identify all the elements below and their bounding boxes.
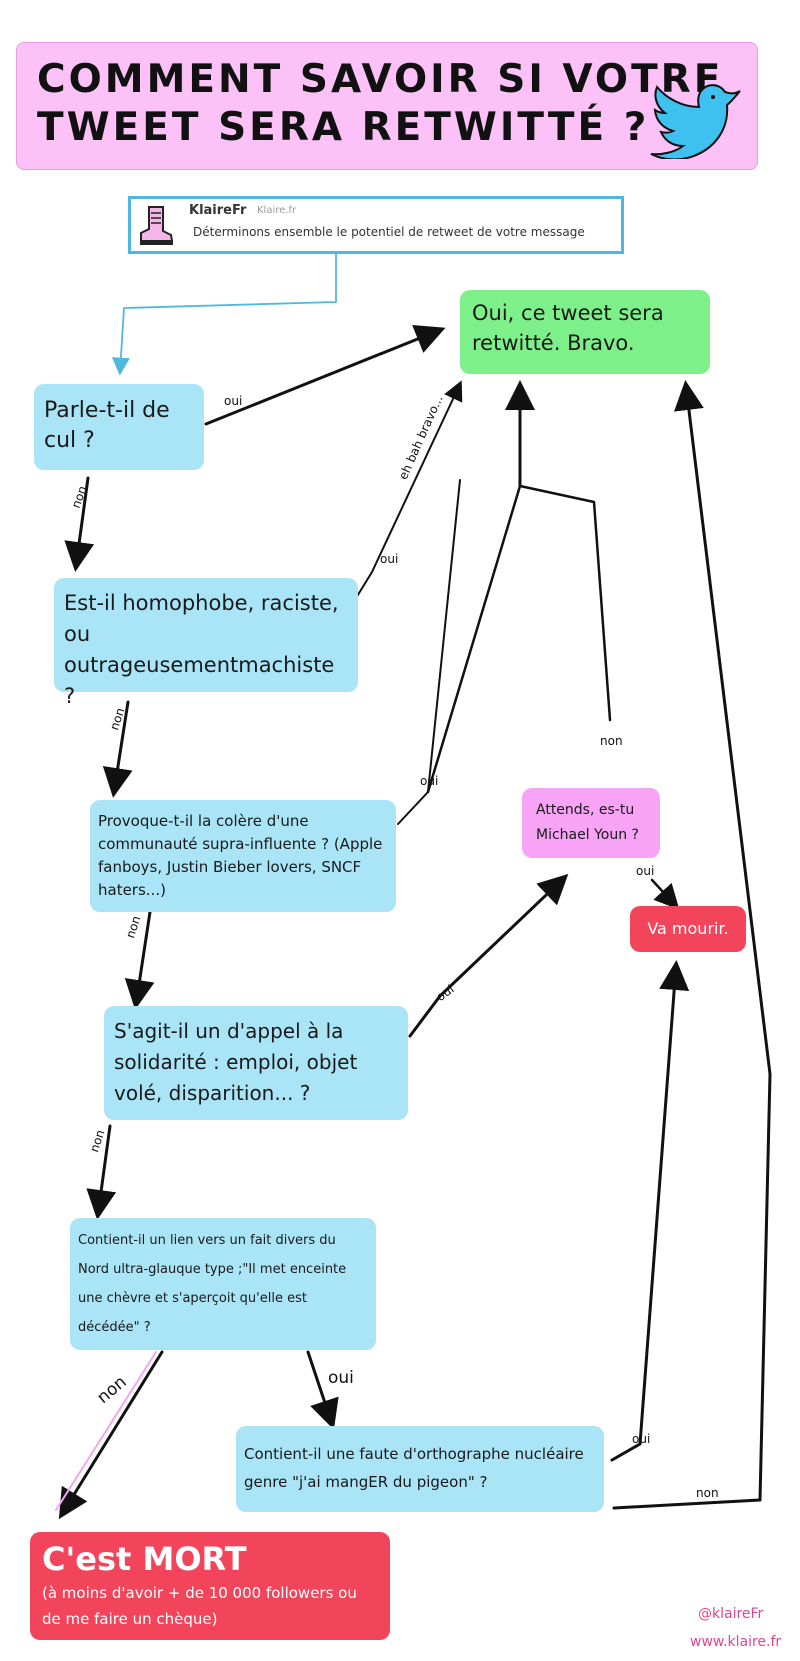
node-result-yes: Oui, ce tweet sera retwitté. Bravo. xyxy=(460,290,710,374)
title-line-2: TWEET SERA RETWITTÉ ? xyxy=(37,105,650,150)
edge-cul-non xyxy=(64,476,95,572)
label-youn-non: non xyxy=(600,734,623,748)
edge-junction-left xyxy=(426,484,522,794)
node-q-faute: Contient-il une faute d'orthographe nucl… xyxy=(236,1426,604,1512)
edge-colere-non xyxy=(124,910,155,1010)
node-q-cul: Parle-t-il de cul ? xyxy=(34,384,204,470)
tweet-user[interactable]: KlaireFr xyxy=(189,203,247,218)
footer-site[interactable]: www.klaire.fr xyxy=(690,1634,782,1650)
edge-tweet-to-cul xyxy=(111,253,337,376)
twitter-bird-icon xyxy=(650,84,741,159)
title-banner: COMMENT SAVOIR SI VOTRE TWEET SERA RETWI… xyxy=(16,42,758,170)
node-q-youn: Attends, es-tu Michael Youn ? xyxy=(522,788,660,858)
label-lien-oui: oui xyxy=(328,1368,354,1388)
label-faute-non: non xyxy=(696,1486,719,1500)
mort-title: C'est MORT xyxy=(42,1540,247,1578)
boot-icon xyxy=(140,206,174,245)
label-colere-oui: oui xyxy=(420,774,439,788)
footer-handle[interactable]: @klaireFr xyxy=(698,1606,764,1622)
edge-youn-oui xyxy=(650,878,680,910)
tweet-handle[interactable]: Klaire.fr xyxy=(257,205,297,216)
label-homo-oui: oui xyxy=(380,552,399,566)
edge-colere-oui xyxy=(397,479,461,825)
edge-faute-non xyxy=(612,380,772,1510)
node-q-homophobe: Est-il homophobe, raciste, ou outrageuse… xyxy=(54,578,358,708)
edge-homo-oui xyxy=(355,380,463,599)
edge-lien-oui xyxy=(306,1350,339,1430)
edge-soli-non xyxy=(86,1124,117,1220)
node-q-solidarite: S'agit-il un d'appel à la solidarité : e… xyxy=(104,1006,408,1120)
label-cul-oui: oui xyxy=(224,394,243,408)
node-q-lien: Contient-il un lien vers un fait divers … xyxy=(70,1218,376,1350)
node-result-mourir: Va mourir. xyxy=(630,906,746,952)
node-result-mort: C'est MORT (à moins d'avoir + de 10 000 … xyxy=(30,1532,390,1640)
tweet-message: Déterminons ensemble le potentiel de ret… xyxy=(193,225,585,239)
edge-cul-oui xyxy=(204,325,446,426)
edge-lien-non xyxy=(58,1350,164,1520)
label-faute-oui: oui xyxy=(632,1432,651,1446)
title-line-1: COMMENT SAVOIR SI VOTRE xyxy=(37,57,724,102)
node-q-colere: Provoque-t-il la colère d'une communauté… xyxy=(90,800,396,912)
edge-faute-oui xyxy=(610,960,690,1462)
intro-tweet: KlaireFr Klaire.fr Déterminons ensemble … xyxy=(128,196,624,254)
mort-subtitle: (à moins d'avoir + de 10 000 followers o… xyxy=(42,1584,357,1628)
edge-homo-non xyxy=(102,700,133,798)
edge-junction-right xyxy=(518,484,612,722)
edge-soli-oui xyxy=(408,873,569,1038)
label-youn-oui: oui xyxy=(636,864,655,878)
